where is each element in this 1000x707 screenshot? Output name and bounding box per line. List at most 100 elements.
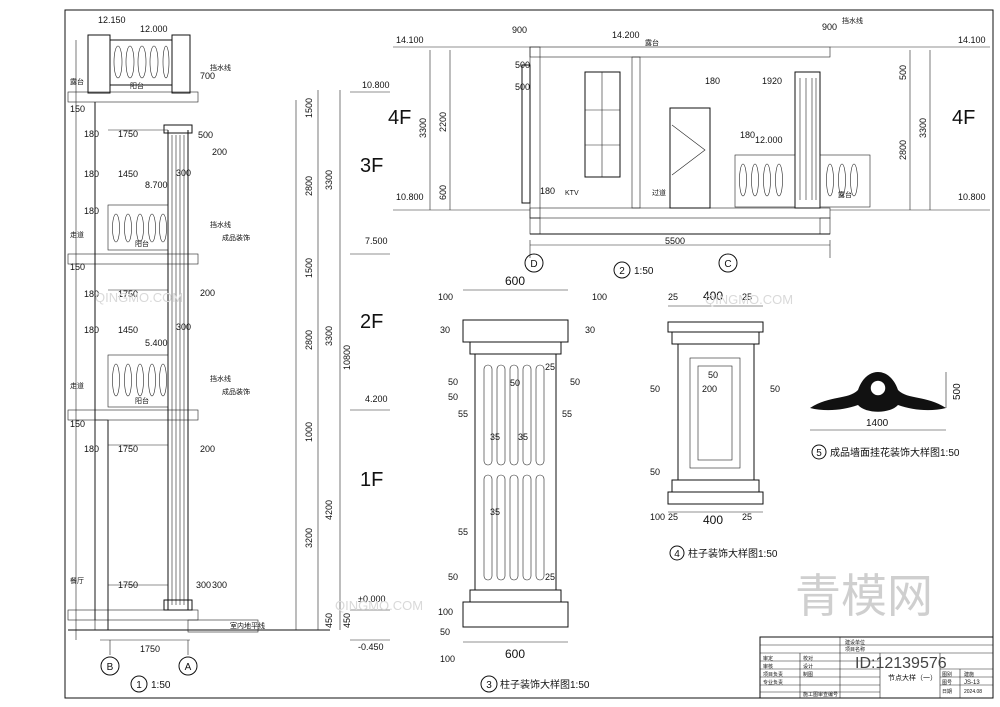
elev-neg-0450: -0.450	[358, 642, 384, 652]
tb-meta-3: 日期	[942, 689, 952, 695]
floor-1f: 1F	[360, 469, 383, 491]
tb-meta-1: 图别	[942, 671, 952, 678]
label-drip-2f: 挡水线	[210, 374, 231, 383]
s2-label-drip: 挡水线	[842, 16, 863, 25]
label-corridor-2f: 走道	[70, 381, 84, 390]
axis-b-label: B	[107, 662, 114, 673]
axis-b-marker	[100, 656, 120, 676]
label-drip-3f: 挡水线	[210, 220, 231, 229]
dim-200-b: 200	[200, 288, 215, 298]
elev-7500: 7.500	[365, 236, 388, 246]
dim-180-b: 180	[84, 169, 99, 179]
dim-1750-b: 1750	[118, 289, 138, 299]
tb-date: 2024.08	[964, 689, 982, 695]
tb-row-4: 专业负责	[763, 679, 783, 686]
d3-dim-50-e: 50	[448, 572, 458, 582]
axis-c-marker	[718, 253, 738, 273]
dim-180-d: 180	[84, 325, 99, 335]
s2-label-terrace-1: 露台	[645, 38, 659, 47]
d4-dim-50-c: 50	[770, 384, 780, 394]
d4-top-width: 400	[703, 289, 723, 303]
title-block: 建设单位 项目名称 审定 审核 项目负责 专业负责 校对 设计 制图 施工图审查…	[759, 636, 994, 699]
slab-ground	[67, 609, 199, 621]
d4-dim-25-d: 25	[742, 512, 752, 522]
dim-col-3200: 3200	[304, 528, 314, 548]
s2-dim-3300-a: 3300	[418, 118, 428, 138]
s2-dim-500-b: 500	[515, 82, 530, 92]
title-4-num: 4	[674, 549, 680, 560]
axis-d-marker	[524, 253, 544, 273]
d4-dim-50-d: 50	[650, 467, 660, 477]
title-3-num: 3	[486, 680, 492, 691]
d3-dim-30-b: 30	[585, 325, 595, 335]
tb-row-2: 审核	[763, 663, 773, 670]
dim-col-1500-a: 1500	[304, 98, 314, 118]
tb-row-3: 项目负责	[763, 671, 783, 678]
d3-top-width: 600	[505, 274, 525, 288]
d4-dim-25-b: 25	[742, 292, 752, 302]
dim-200-a: 200	[212, 147, 227, 157]
tb-drawing-name: 节点大样（一）	[888, 673, 937, 682]
tb-code: JS-13	[964, 680, 980, 686]
s2-elev-left-top: 14.100	[396, 35, 424, 45]
elev-4200: 4.200	[365, 394, 388, 404]
watermark-id: ID:12139576	[855, 655, 947, 672]
s2-elev-right-bot: 10.800	[958, 192, 986, 202]
dim-700: 700	[200, 71, 215, 81]
d4-dim-25-c: 25	[668, 512, 678, 522]
watermark-brand-cn: 青模网	[795, 569, 933, 623]
s2-dim-500-c: 500	[898, 65, 908, 80]
dim-1750-a: 1750	[118, 129, 138, 139]
dim-col-2800-a: 2800	[304, 176, 314, 196]
dim-col-4200: 4200	[324, 500, 334, 520]
s2-elev-balcony: 12.000	[755, 135, 783, 145]
s2-dim-5500: 5500	[665, 236, 685, 246]
d3-dim-50-f: 50	[440, 627, 450, 637]
dim-1750-c: 1750	[118, 444, 138, 454]
s2-label-ktv: KTV	[565, 190, 579, 197]
detail-4: 400 400 25 25 50 200 50 50 100 25 25 50 …	[650, 289, 780, 561]
d4-dim-100: 100	[650, 512, 665, 522]
title-5-num: 5	[816, 448, 822, 459]
detail-5: 1400 500 5 成品墙面挂花装饰大样图1:50	[810, 372, 963, 460]
label-deco-2f: 成品装饰	[222, 387, 250, 396]
dim-200-c: 200	[200, 444, 215, 454]
d3-dim-35-c: 35	[490, 507, 500, 517]
d3-dim-50-d: 50	[448, 392, 458, 402]
s2-dim-500-a: 500	[515, 60, 530, 70]
label-balcony-2f: 阳台	[135, 396, 149, 405]
label-terrace: 露台	[70, 77, 84, 86]
title-2-num: 2	[619, 266, 625, 277]
s2-elev-right-top: 14.100	[958, 35, 986, 45]
d3-dim-100-b: 100	[592, 292, 607, 302]
s2-label-passage: 过道	[652, 188, 666, 197]
elev-0000: ±0.000	[358, 594, 385, 604]
elev-10800: 10.800	[362, 80, 390, 90]
elev-12000: 12.000	[140, 24, 168, 34]
label-balcony-top: 阳台	[130, 81, 144, 90]
elev-12150: 12.150	[98, 15, 126, 25]
d3-dim-35-b: 35	[518, 432, 528, 442]
d3-dim-50-a: 50	[448, 377, 458, 387]
title-5-text: 成品墙面挂花装饰大样图1:50	[830, 446, 960, 459]
floor-4f-left: 4F	[388, 107, 411, 129]
slab-3f	[67, 409, 199, 421]
s2-dim-180-b: 180	[705, 76, 720, 86]
dim-180-e: 180	[84, 444, 99, 454]
d4-dim-25-a: 25	[668, 292, 678, 302]
dim-300-a: 300	[176, 168, 191, 178]
d3-dim-25-b: 25	[545, 572, 555, 582]
d3-dim-100-d: 100	[440, 654, 455, 664]
d5-height: 500	[952, 383, 963, 400]
s2-dim-180-a: 180	[540, 186, 555, 196]
d3-dim-30-a: 30	[440, 325, 450, 335]
dim-180-a: 180	[84, 129, 99, 139]
dim-1750-d: 1750	[118, 580, 138, 590]
d4-dim-50-b: 50	[650, 384, 660, 394]
floor-4f-right: 4F	[952, 107, 975, 129]
s2-dim-2800: 2800	[898, 140, 908, 160]
s2-dim-180-c: 180	[740, 130, 755, 140]
dim-1450-b: 1450	[118, 325, 138, 335]
tb-row-7: 制图	[803, 671, 813, 678]
